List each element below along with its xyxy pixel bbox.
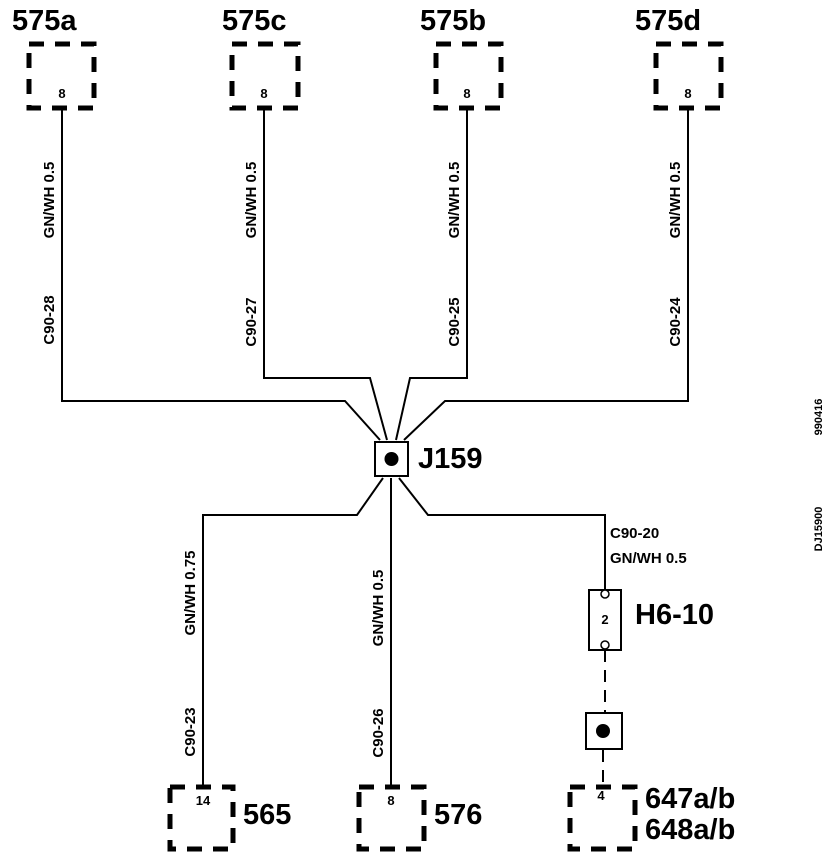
inline-connector-h6-10-terminal-top (600, 589, 610, 599)
connector-575b-outline (433, 41, 504, 111)
wire-c90-20-circuit: C90-20 (610, 525, 659, 542)
connector-648-label: 648a/b (645, 814, 735, 846)
connector-575c-pin: 8 (260, 86, 267, 101)
connector-576-pin: 8 (387, 793, 394, 808)
connector-647-648-pin: 4 (597, 788, 605, 803)
connector-575c-outline (229, 41, 301, 111)
connector-576-outline (356, 784, 427, 852)
wire-c90-27-circuit: C90-27 (243, 297, 260, 346)
connector-575a-outline (26, 41, 97, 111)
wire-c90-25-circuit: C90-25 (446, 297, 463, 346)
connector-576-label: 576 (434, 799, 482, 831)
connector-565-outline (167, 784, 236, 852)
wire-c90-24 (403, 110, 689, 441)
inline-connector-h6-10-terminal-bottom (600, 640, 610, 650)
splice-j159: J159 (374, 441, 483, 477)
wire-c90-28-circuit: C90-28 (41, 295, 58, 344)
wire-c90-23-spec: GN/WH 0.75 (182, 550, 199, 635)
wire-c90-28-spec: GN/WH 0.5 (41, 162, 58, 239)
wire-c90-23 (202, 477, 384, 785)
connector-565-label: 565 (243, 799, 291, 831)
wire-c90-27 (263, 110, 388, 441)
wire-c90-27-spec: GN/WH 0.5 (243, 162, 260, 239)
connector-565: 14 565 (167, 784, 291, 852)
connector-575b-pin: 8 (463, 86, 470, 101)
connector-575d: 575d 8 (635, 5, 724, 111)
inline-connector-h6-10-pin: 2 (601, 612, 608, 627)
wire-c90-20 (398, 477, 606, 591)
connector-575d-pin: 8 (684, 86, 691, 101)
wire-c90-20-spec: GN/WH 0.5 (610, 550, 687, 567)
wire-c90-26-spec: GN/WH 0.5 (370, 570, 387, 647)
connector-575b-label: 575b (420, 5, 486, 37)
connector-575a-pin: 8 (58, 86, 65, 101)
wire-c90-26-circuit: C90-26 (370, 708, 387, 757)
connector-575d-outline (653, 41, 724, 111)
side-doc-id: DJ15900 (813, 507, 825, 552)
connector-575b: 575b 8 (420, 5, 504, 111)
connector-647-648-outline (567, 784, 638, 852)
connector-565-pin: 14 (196, 793, 211, 808)
wire-c90-24-circuit: C90-24 (667, 297, 684, 347)
connector-575c: 575c 8 (222, 5, 301, 111)
connector-647-648: 4 647a/b 648a/b (567, 783, 735, 852)
connector-575c-label: 575c (222, 5, 287, 37)
splice-symbol-right (585, 712, 623, 750)
inline-connector-h6-10-label: H6-10 (635, 599, 714, 631)
wire-c90-25-spec: GN/WH 0.5 (446, 162, 463, 239)
wire-c90-28 (61, 110, 381, 441)
splice-j159-dot (384, 452, 399, 466)
connector-576: 8 576 (356, 784, 482, 852)
connector-575a-label: 575a (12, 5, 77, 37)
wire-c90-23-circuit: C90-23 (182, 707, 199, 756)
wire-c90-24-spec: GN/WH 0.5 (667, 162, 684, 239)
splice-j159-label: J159 (418, 443, 483, 475)
side-date-code: 990416 (813, 399, 825, 436)
splice-symbol-right-dot (596, 724, 610, 738)
inline-connector-h6-10: 2 H6-10 (588, 589, 714, 651)
connector-647-label: 647a/b (645, 783, 735, 815)
wire-c90-25 (395, 110, 468, 441)
connector-575a: 575a 8 (12, 5, 97, 111)
connector-575d-label: 575d (635, 5, 701, 37)
